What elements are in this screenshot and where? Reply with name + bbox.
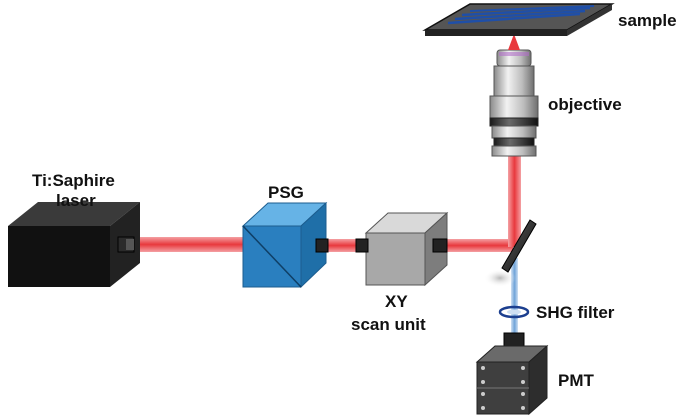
label-psg: PSG [268, 183, 304, 202]
dichroic-mirror [484, 219, 537, 287]
label-shg-filter: SHG filter [536, 303, 615, 322]
psg-output-port [315, 238, 329, 253]
scan-unit-cube [355, 211, 449, 287]
label-laser-line1: Ti:Saphire [32, 171, 115, 190]
laser-box [8, 202, 140, 287]
pmt-detector [475, 332, 549, 416]
label-pmt: PMT [558, 371, 595, 390]
beam-laser-to-psg [135, 237, 245, 252]
sample-fiber [447, 12, 581, 25]
shg-beam [511, 258, 518, 338]
sample-slide [422, 3, 615, 36]
beam-mirror-to-objective [508, 155, 521, 247]
label-objective: objective [548, 95, 622, 114]
focus-cone [508, 34, 520, 50]
label-xy-line2: scan unit [351, 315, 426, 334]
objective-lens [489, 49, 539, 157]
sample-fiber [454, 9, 586, 21]
scan-output-port [432, 238, 448, 253]
shg-filter [498, 305, 530, 319]
sample-fiber [461, 6, 591, 17]
label-laser-line2: laser [56, 191, 96, 210]
sample-fiber [469, 5, 595, 12]
psg-cube [241, 201, 329, 289]
label-xy-line1: XY [385, 292, 408, 311]
scan-input-port [355, 238, 369, 253]
beam-scan-to-mirror [445, 239, 513, 252]
label-sample: sample [618, 11, 677, 30]
